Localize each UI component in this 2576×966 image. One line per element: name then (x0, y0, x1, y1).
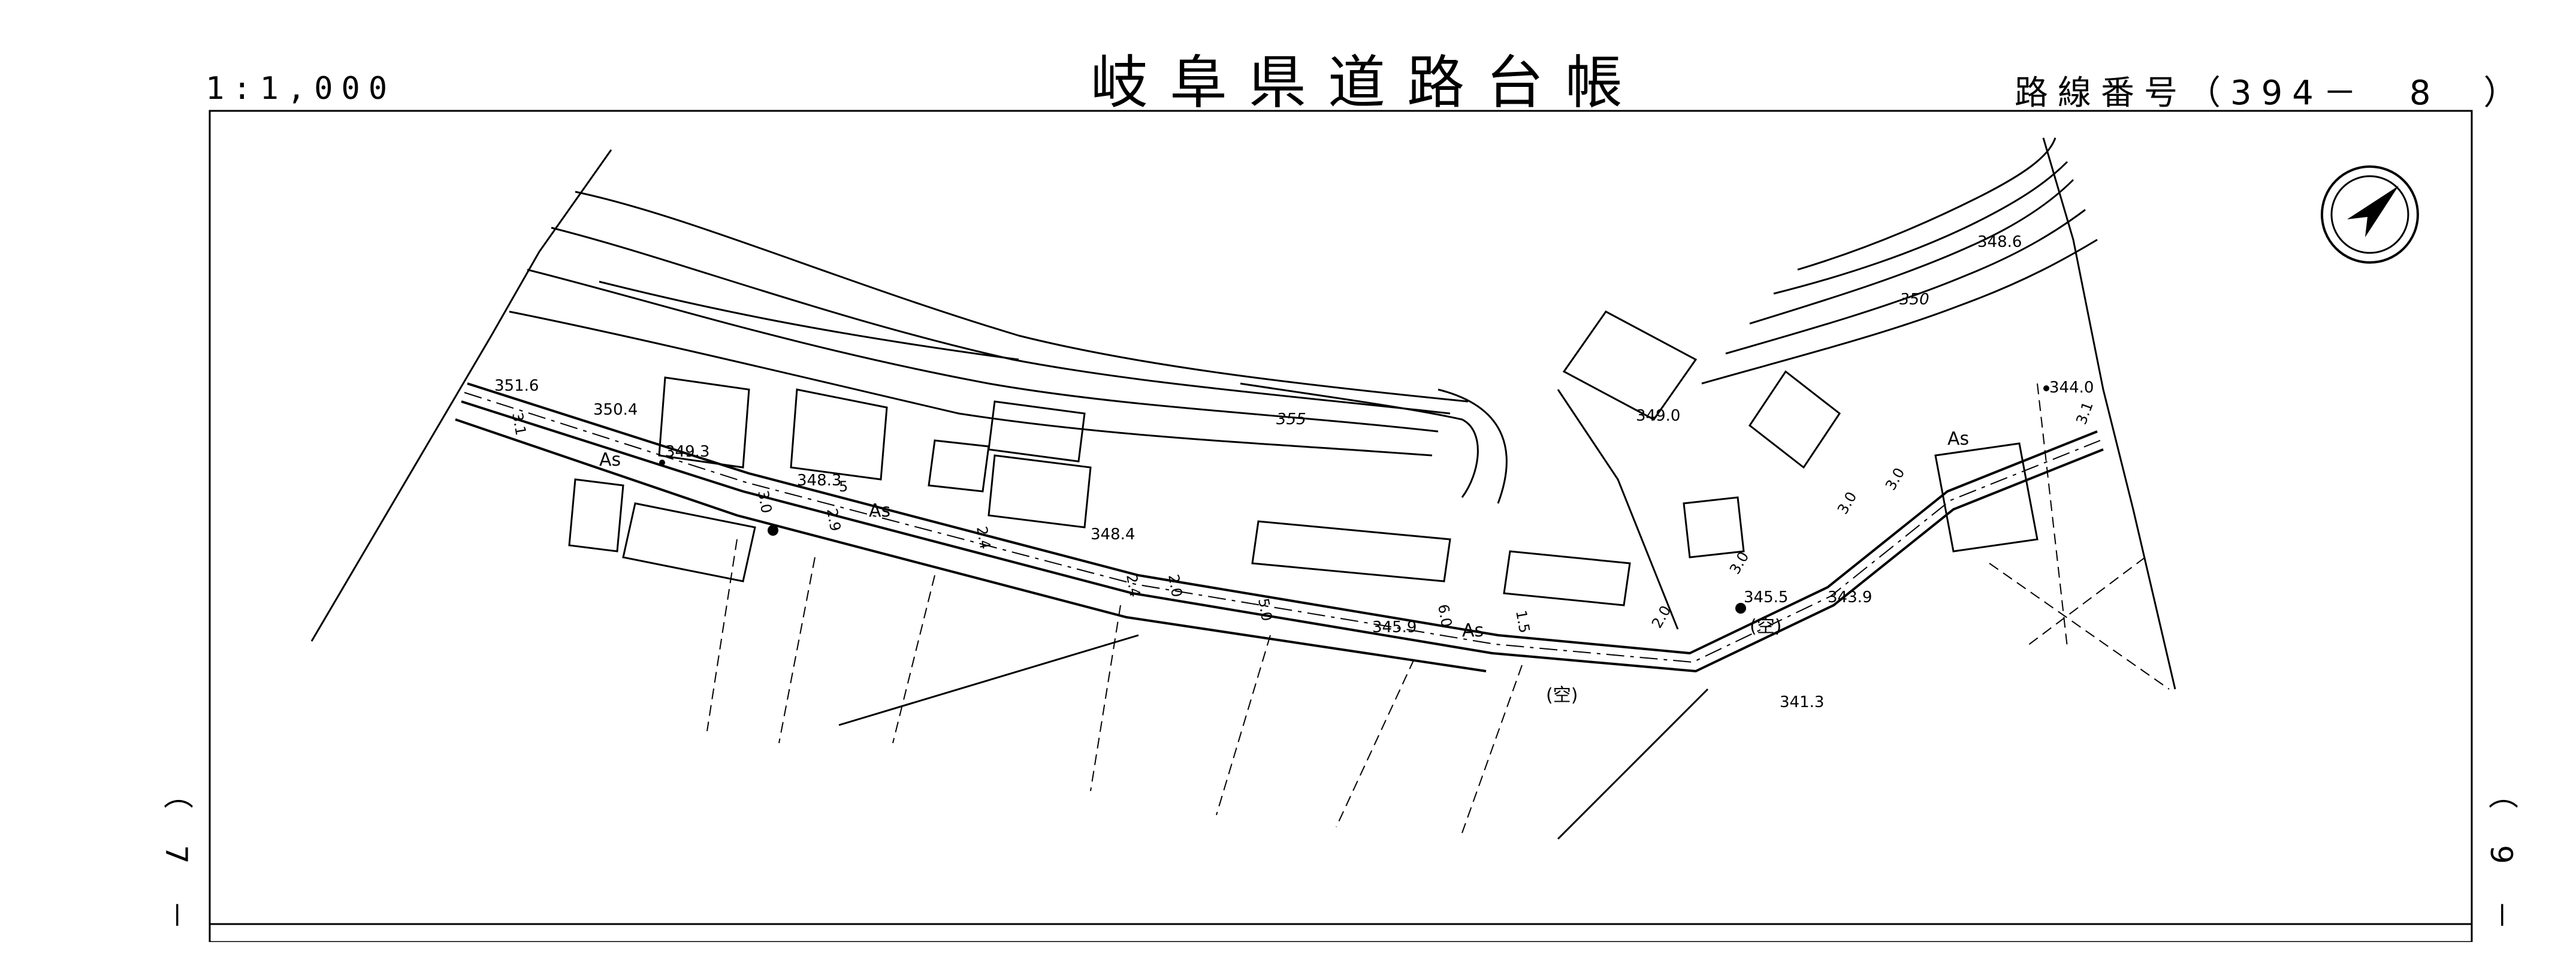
width-label: 2.4 (1123, 573, 1143, 598)
width-label: 2.9 (823, 507, 844, 532)
elevation-label: 343.9 (1828, 588, 1872, 606)
elevation-label: 345.9 (1372, 618, 1417, 636)
width-label: 5.0 (1255, 597, 1275, 622)
elevation-label: 349.3 (665, 443, 709, 461)
width-label: 3.0 (1882, 465, 1908, 493)
elevation-label: 348.3 (797, 472, 841, 490)
road-centerline (464, 392, 2101, 663)
elevation-label: 348.4 (1091, 526, 1135, 544)
sheet-link-right: （9－ (2484, 779, 2518, 966)
north-arrow-icon (2321, 165, 2419, 264)
contours (509, 137, 2098, 504)
road-surface-label: As (599, 449, 621, 470)
elevation-label: 350.4 (593, 401, 638, 419)
map-frame (209, 110, 2473, 942)
width-label: 2.0 (1648, 603, 1674, 631)
road-edges (455, 382, 2104, 673)
width-label: 5 (839, 478, 848, 495)
road-surface-label: As (1462, 620, 1484, 641)
width-label: 3.1 (2073, 400, 2096, 427)
elevation-label: 348.6 (1977, 233, 2022, 251)
contour-label: 355 (1276, 410, 1306, 428)
width-label: 3.0 (1834, 489, 1860, 517)
elevation-label: 351.6 (494, 377, 539, 395)
elevation-label: 349.0 (1636, 407, 1680, 425)
map-scale: 1:1,000 (206, 71, 396, 107)
terrain-edges (310, 137, 2176, 840)
page-title: 岐阜県道路台帳 (1091, 49, 1644, 116)
width-label: 1.5 (1512, 609, 1533, 634)
width-label: 3.0 (754, 489, 775, 514)
route-number: 路線番号（394－ 8 ） (2015, 74, 2527, 113)
road-surface-label: As (1947, 428, 1969, 449)
road-surface-label: As (869, 500, 890, 521)
width-label: 6.0 (1435, 603, 1455, 628)
width-label: 2.4 (973, 525, 993, 550)
elevation-label: 344.0 (2049, 379, 2094, 397)
contour-label: 350 (1899, 291, 1929, 309)
parcels (706, 383, 2170, 834)
elevation-label: 345.5 (1744, 588, 1788, 606)
land-label: (空) (1546, 685, 1578, 706)
buildings (568, 310, 2039, 606)
road-ledger-map: 351.6 350.4 349.3 348.3 348.4 345.9 349.… (209, 110, 2473, 942)
width-label: 3.1 (509, 411, 529, 436)
benchmarks (659, 385, 2049, 614)
land-label: (空) (1750, 616, 1781, 637)
elevation-label: 341.3 (1780, 693, 1824, 711)
width-label: 2.0 (1165, 573, 1185, 598)
sheet-link-left: （7－ (159, 779, 194, 966)
